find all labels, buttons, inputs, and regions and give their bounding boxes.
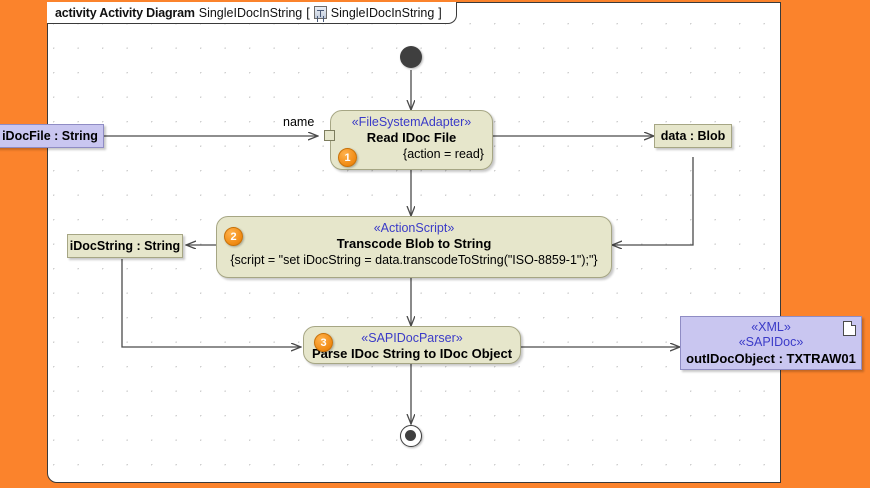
action1-badge[interactable]: 1 xyxy=(338,148,357,167)
activity-final-node[interactable] xyxy=(400,425,422,447)
object-node-data-blob[interactable]: data : Blob xyxy=(654,124,732,148)
frame-title-tab: activity Activity Diagram SingleIDocInSt… xyxy=(47,2,457,24)
action3-stereotype: «SAPIDocParser» xyxy=(361,331,463,345)
action-node-transcode-blob-to-string[interactable]: «ActionScript» Transcode Blob to String … xyxy=(216,216,612,278)
object-node-idocstring[interactable]: iDocString : String xyxy=(67,234,183,258)
action2-badge[interactable]: 2 xyxy=(224,227,243,246)
out-object-stereotype-sapidoc: «SAPIDoc» xyxy=(738,335,804,349)
object-node-data-blob-label: data : Blob xyxy=(660,129,726,143)
initial-node[interactable] xyxy=(400,46,422,68)
frame-keyword: activity Activity Diagram xyxy=(55,5,195,20)
action2-body: {script = "set iDocString = data.transco… xyxy=(230,253,598,267)
frame-bracket-open: [ xyxy=(306,5,310,20)
input-pin-name[interactable] xyxy=(324,130,335,141)
action1-body: {action = read} xyxy=(403,147,484,161)
frame-bracket-close: ] xyxy=(438,5,442,20)
object-node-idocstring-label: iDocString : String xyxy=(69,239,181,253)
action2-name: Transcode Blob to String xyxy=(336,236,492,251)
action3-badge[interactable]: 3 xyxy=(314,333,333,352)
action1-stereotype: «FileSystemAdapter» xyxy=(351,115,472,129)
object-node-idocfile-label: iDocFile : String xyxy=(2,129,98,143)
action-node-read-idoc-file[interactable]: «FileSystemAdapter» Read IDoc File {acti… xyxy=(330,110,493,170)
frame-bracket-name: SingleIDocInString xyxy=(330,5,435,20)
action2-stereotype: «ActionScript» xyxy=(373,221,455,235)
out-object-label: outIDocObject : TXTRAW01 xyxy=(686,351,856,366)
object-node-out-idoc-object[interactable]: «XML» «SAPIDoc» outIDocObject : TXTRAW01 xyxy=(680,316,862,370)
input-pin-label: name xyxy=(283,115,315,129)
document-icon xyxy=(843,321,856,336)
activity-diagram-icon xyxy=(313,6,327,19)
action1-name: Read IDoc File xyxy=(366,130,457,145)
action3-name: Parse IDoc String to IDoc Object xyxy=(311,346,513,361)
frame-name: SingleIDocInString xyxy=(198,5,303,20)
out-object-stereotype-xml: «XML» xyxy=(751,320,791,334)
object-node-idocfile[interactable]: iDocFile : String xyxy=(0,124,104,148)
action-node-parse-idoc-string[interactable]: «SAPIDocParser» Parse IDoc String to IDo… xyxy=(303,326,521,364)
